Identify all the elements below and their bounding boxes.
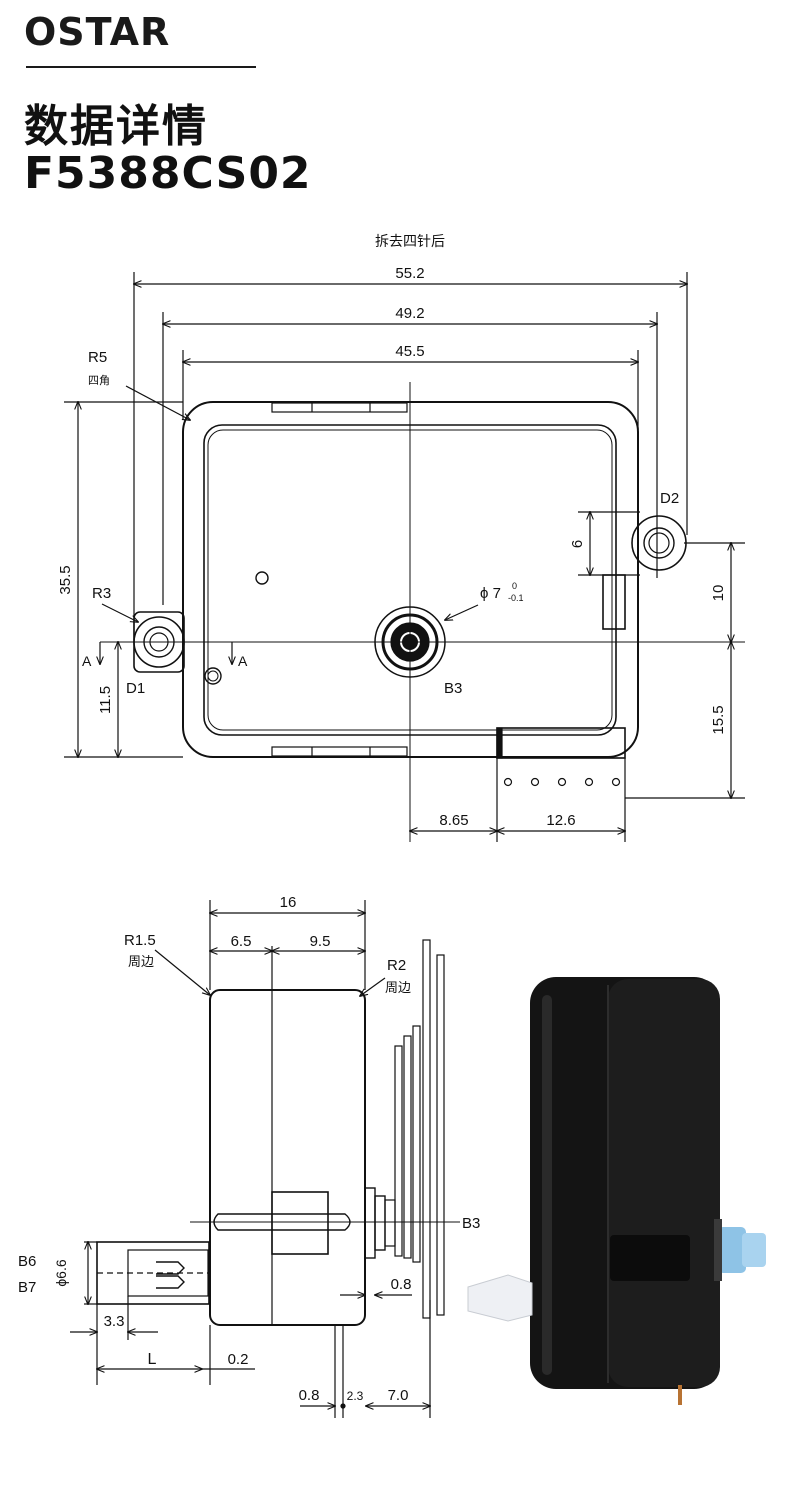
dim-width-mid: 49.2 [395,305,424,322]
dim-width-inner: 45.5 [395,343,424,360]
dim-3-3: 3.3 [104,1313,125,1330]
label-a-left: A [82,653,92,669]
label-d2: D2 [660,490,679,507]
dim-0-8-bottom: 0.8 [299,1387,320,1404]
label-r2-note: 周边 [385,980,411,995]
top-view-caption: 拆去四针后 [375,233,445,249]
dim-back: 9.5 [310,933,331,950]
shaft-tol-lower: -0.1 [508,593,524,603]
label-r15-note: 周边 [128,954,154,969]
dim-d1-height: 11.5 [97,686,114,714]
page-title: 数据详情 [24,101,208,152]
label-r5-note: 四角 [88,374,110,387]
dim-front: 6.5 [231,933,252,950]
shaft-diameter: ϕ 7 [480,585,501,602]
label-a-right: A [238,653,248,669]
model-number: F5388CS02 [24,148,312,199]
label-r5: R5 [88,349,107,366]
dim-0-2: 0.2 [228,1351,249,1368]
label-b6: B6 [18,1253,36,1270]
label-b3-top: B3 [444,680,462,697]
brand-logo: OSTAR [24,10,171,54]
dim-2-3: 2.3 [347,1389,364,1403]
dim-right-height: 15.5 [710,705,727,734]
label-b7: B7 [18,1279,36,1296]
side-view-drawing [70,900,460,1418]
header: OSTAR 数据详情 F5388CS02 [0,0,800,210]
side-view-text: 16 6.5 9.5 R1.5 周边 R2 周边 B3 B6 B7 ϕ6.6 3… [18,894,480,1404]
dim-depth: 16 [280,894,297,911]
clock-movement-photo [467,977,766,1405]
dim-7-0: 7.0 [388,1387,409,1404]
logo-underline [26,66,256,68]
dim-d2-slot: 6 [569,540,586,548]
dim-diameter: ϕ6.6 [53,1259,69,1287]
label-r3: R3 [92,585,111,602]
label-r2: R2 [387,957,406,974]
dim-height-overall: 35.5 [57,565,74,594]
top-view-text: 拆去四针后 55.2 49.2 45.5 R5 四角 R3 D1 D2 B3 A… [57,233,727,829]
dim-0-8-hands: 0.8 [391,1276,412,1293]
dim-pin-span: 12.6 [546,812,575,829]
shaft-tol-upper: 0 [512,581,517,591]
label-r15: R1.5 [124,932,156,949]
dim-d2-offset: 10 [710,585,727,602]
dim-center-offset: 8.65 [439,812,468,829]
label-b3-side: B3 [462,1215,480,1232]
dim-l: L [148,1351,157,1368]
dim-width-overall: 55.2 [395,265,424,282]
label-d1: D1 [126,680,145,697]
